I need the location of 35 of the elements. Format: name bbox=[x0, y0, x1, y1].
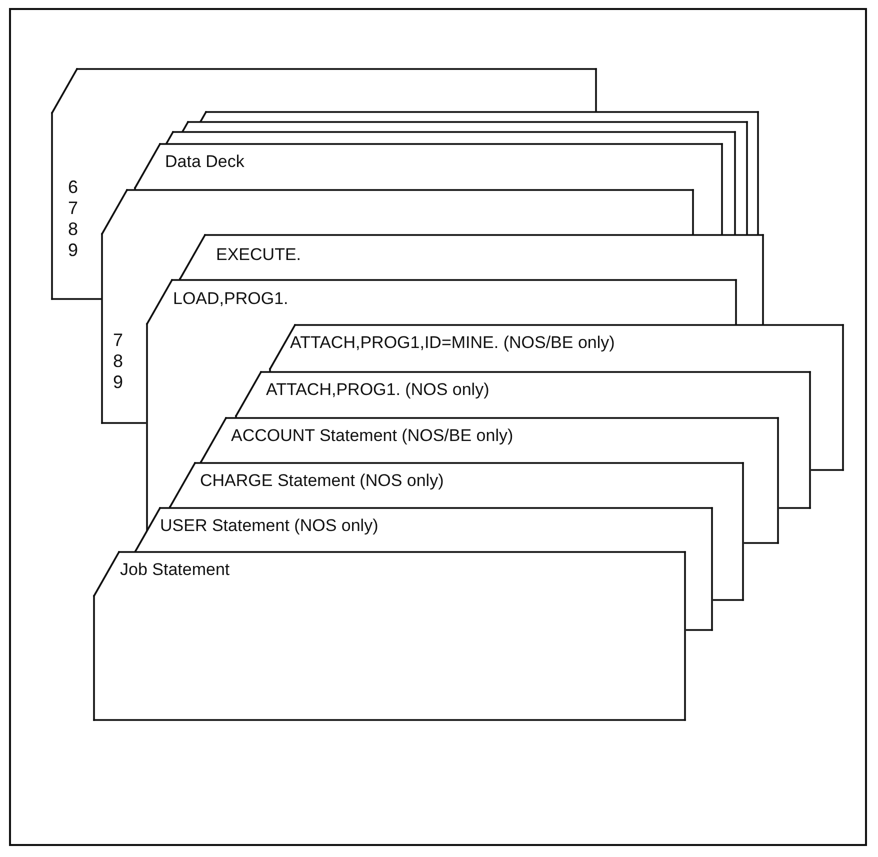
punched-card bbox=[93, 551, 687, 722]
card-label: ATTACH,PROG1. (NOS only) bbox=[266, 380, 490, 400]
punched-card bbox=[134, 143, 724, 190]
punched-card bbox=[811, 372, 845, 472]
card-label: LOAD,PROG1. bbox=[173, 289, 288, 309]
card-label: Data Deck bbox=[165, 152, 244, 172]
punched-card bbox=[101, 189, 146, 425]
punched-card bbox=[169, 462, 744, 508]
punched-card bbox=[134, 507, 713, 552]
punched-card bbox=[235, 371, 811, 418]
card-label: USER Statement (NOS only) bbox=[160, 516, 378, 536]
punched-card bbox=[199, 111, 760, 122]
punched-card bbox=[686, 552, 714, 632]
punched-card bbox=[746, 132, 749, 235]
punched-card bbox=[779, 418, 812, 510]
card-label: Job Statement bbox=[120, 560, 230, 580]
punched-card bbox=[146, 189, 695, 235]
punched-card bbox=[200, 417, 779, 463]
card-label: EXECUTE. bbox=[216, 245, 302, 265]
punched-card bbox=[269, 324, 845, 372]
punched-card bbox=[165, 131, 737, 144]
punched-card bbox=[757, 122, 760, 235]
card-label: CHARGE Statement (NOS only) bbox=[200, 471, 444, 491]
punched-card bbox=[146, 279, 738, 325]
punched-card bbox=[179, 234, 765, 280]
punched-card bbox=[734, 144, 737, 235]
card-label: ACCOUNT Statement (NOS/BE only) bbox=[231, 426, 514, 446]
punched-card bbox=[51, 68, 102, 301]
punched-card bbox=[762, 280, 765, 325]
punch-row-numbers: 6 7 8 9 bbox=[68, 177, 80, 261]
punched-card bbox=[744, 463, 780, 545]
card-label: ATTACH,PROG1,ID=MINE. (NOS/BE only) bbox=[290, 333, 615, 353]
punch-row-numbers: 7 8 9 bbox=[113, 330, 124, 393]
punched-card bbox=[181, 121, 749, 132]
punched-card bbox=[713, 508, 745, 602]
